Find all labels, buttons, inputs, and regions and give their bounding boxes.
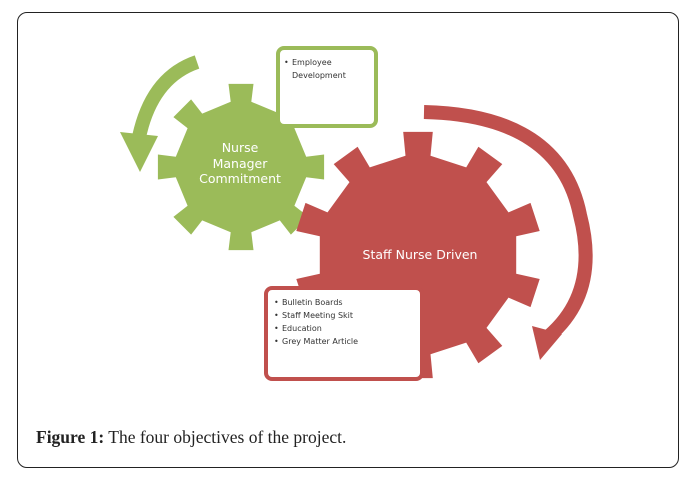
- callout-bullet: Employee Development: [284, 56, 370, 82]
- red-cycle-arrow-head: [532, 326, 562, 360]
- staff-activities-callout: Bulletin Boards Staff Meeting Skit Educa…: [264, 286, 424, 381]
- gear-label-line: Commitment: [199, 171, 281, 187]
- caption-text: The four objectives of the project.: [104, 427, 347, 447]
- gear-label-line: Manager: [212, 155, 268, 171]
- red-cycle-arrow: [423, 105, 593, 342]
- green-cycle-arrow-head: [120, 132, 158, 172]
- figure-caption: Figure 1: The four objectives of the pro…: [36, 427, 346, 448]
- nurse-manager-commitment-label: Nurse Manager Commitment: [180, 140, 300, 187]
- callout-bullet: Education: [274, 322, 414, 335]
- gear-label-line: Nurse: [221, 140, 259, 155]
- callout-bullet: Staff Meeting Skit: [274, 309, 414, 322]
- callout-bullet: Bulletin Boards: [274, 296, 414, 309]
- caption-label: Figure 1:: [36, 427, 105, 447]
- callout-bullet: Grey Matter Article: [274, 335, 414, 348]
- green-cycle-arrow: [131, 55, 200, 144]
- employee-development-callout: Employee Development: [276, 46, 378, 128]
- staff-nurse-driven-label: Staff Nurse Driven: [362, 247, 478, 262]
